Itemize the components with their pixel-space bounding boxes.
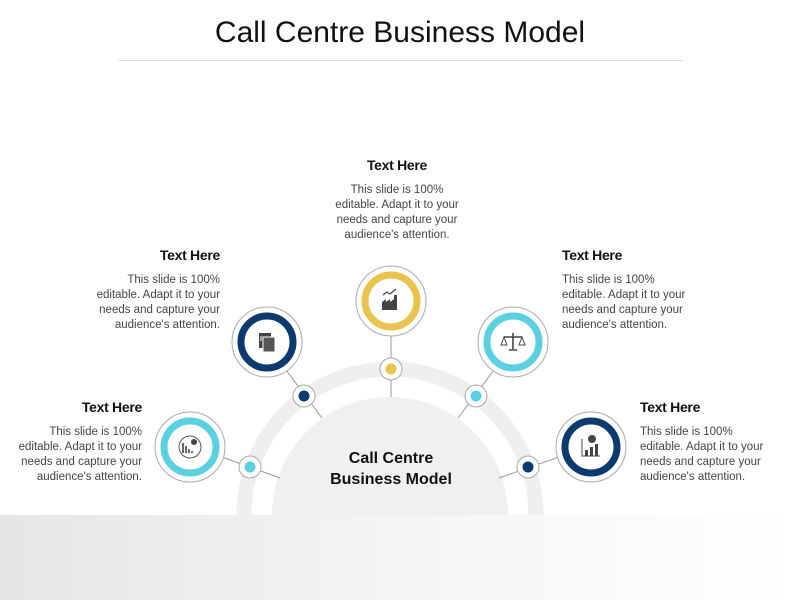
bottom-band [0,515,800,600]
item-heading: Text Here [640,399,701,415]
center-label: Call Centre Business Model [300,448,482,490]
node-5 [516,411,627,483]
factory-growth-icon [382,288,397,310]
item-heading: Text Here [159,247,220,263]
center-hub [272,397,508,515]
node-4 [464,306,549,408]
connector-dot [385,363,397,375]
item-body: This slide is 100% editable. Adapt it to… [640,426,764,483]
node-1 [154,411,262,483]
item-body: This slide is 100% editable. Adapt it to… [96,274,220,331]
center-label-line2: Business Model [330,471,452,488]
item-body: This slide is 100% editable. Adapt it to… [562,274,686,331]
text-block-5: Text Here This slide is 100% editable. A… [640,400,770,485]
revenue-growth-chart-icon [581,435,600,457]
title-divider [118,60,683,61]
connector-dot [522,461,534,473]
node-2 [231,306,316,408]
text-block-3: Text Here This slide is 100% editable. A… [332,158,462,243]
balance-scale-icon [500,333,526,351]
connector-dot [244,461,256,473]
item-heading: Text Here [81,399,142,415]
node-color-ring [160,417,220,477]
text-block-2: Text Here This slide is 100% editable. A… [90,247,221,333]
connector-dot [470,390,482,402]
item-body: This slide is 100% editable. Adapt it to… [335,184,459,241]
connector-dot [298,390,310,402]
item-heading: Text Here [562,247,623,263]
node-color-ring [361,271,421,331]
slide-title: Call Centre Business Model [214,16,586,49]
text-block-1: Text Here This slide is 100% editable. A… [12,399,143,485]
declining-revenue-icon [178,435,202,459]
text-block-4: Text Here This slide is 100% editable. A… [562,248,692,333]
item-body: This slide is 100% editable. Adapt it to… [18,426,142,483]
node-3 [355,265,427,381]
center-label-line1: Call Centre [348,450,434,467]
item-heading: Text Here [366,157,428,173]
invoice-documents-icon [259,333,276,353]
